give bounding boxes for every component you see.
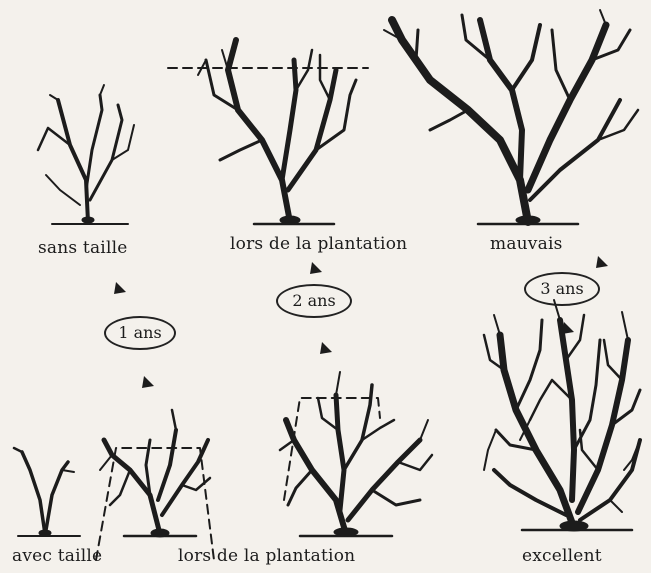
- arrow-sans-taille: [114, 282, 126, 294]
- label-excellent: excellent: [522, 546, 602, 566]
- arrow-two-years: [320, 342, 332, 354]
- badge-three-years: 3 ans: [524, 272, 600, 306]
- arrow-one-year: [142, 376, 154, 388]
- shrub-avec-taille: [14, 448, 80, 536]
- arrow-mauvais: [596, 256, 608, 268]
- shrub-excellent: [484, 300, 640, 531]
- label-lors-plantation-bottom: lors de la plantation: [178, 546, 355, 566]
- label-avec-taille: avec taille: [12, 546, 102, 566]
- shrub-sans-taille: [38, 85, 134, 224]
- arrow-plantation-top: [310, 262, 322, 274]
- arrow-three-years: [562, 322, 574, 334]
- label-sans-taille: sans taille: [38, 238, 127, 258]
- shrub-two-years: [280, 372, 432, 536]
- shrub-plantation-bottom: [96, 410, 214, 560]
- badge-one-year: 1 ans: [104, 316, 176, 350]
- label-lors-plantation-top: lors de la plantation: [230, 234, 407, 254]
- shrub-mauvais: [384, 10, 638, 224]
- shrub-plantation-top: [168, 40, 368, 224]
- badge-two-years: 2 ans: [276, 284, 352, 318]
- label-mauvais: mauvais: [490, 234, 563, 254]
